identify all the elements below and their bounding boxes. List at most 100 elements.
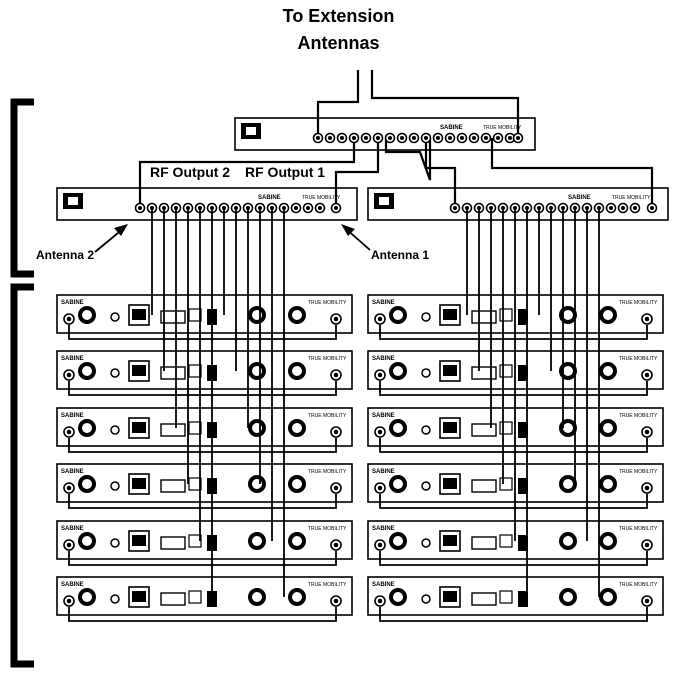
power-inlet-core [132, 478, 146, 489]
dual-jack [472, 367, 496, 379]
power-inlet-core [443, 478, 457, 489]
connector-pin [67, 486, 72, 491]
connector-pin [424, 136, 428, 140]
connector-pin [318, 206, 322, 210]
connector-pin [436, 136, 440, 140]
product-text: TRUE MOBILITY [483, 125, 522, 131]
xlr-center [393, 310, 403, 320]
knob [111, 369, 119, 377]
connector-pin [378, 430, 383, 435]
bnc-connector [458, 134, 467, 143]
dual-jack [472, 593, 496, 605]
bracket-receivers [14, 287, 34, 664]
dual-jack [472, 311, 496, 323]
rf-output-2-label: RF Output 2 [150, 164, 230, 180]
xlr-out-a-center [563, 536, 573, 546]
xlr-center [82, 366, 92, 376]
port [189, 591, 201, 603]
connector-pin [621, 206, 625, 210]
brand-text: SABINE [61, 582, 84, 588]
connector-pin [460, 136, 464, 140]
connector-pin [294, 206, 298, 210]
power-inlet-core [132, 309, 146, 320]
bnc-connector [316, 204, 325, 213]
antenna-2-label: Antenna 2 [36, 248, 94, 262]
receiver-unit: SABINETRUE MOBILITY [57, 408, 352, 452]
bnc-connector [410, 134, 419, 143]
connector-pin [334, 317, 339, 322]
connector-pin [364, 136, 368, 140]
bnc-connector [434, 134, 443, 143]
bnc-connector [331, 596, 341, 606]
connector-pin [472, 136, 476, 140]
power-inlet-core [443, 309, 457, 320]
brand-text: SABINE [372, 582, 395, 588]
bnc-connector [64, 314, 74, 324]
connector-pin [334, 206, 338, 210]
connector-pin [378, 543, 383, 548]
xlr-out-a-center [563, 479, 573, 489]
connector-pin [453, 206, 457, 210]
bnc-connector [375, 427, 385, 437]
xlr-center [393, 366, 403, 376]
xlr-out-b-center [292, 479, 302, 489]
xlr-out-a-center [563, 310, 573, 320]
brand-text: SABINE [372, 526, 395, 532]
product-text: TRUE MOBILITY [619, 300, 658, 306]
bnc-connector [375, 483, 385, 493]
power-inlet-core [443, 591, 457, 602]
brand-text: SABINE [61, 469, 84, 475]
brand-text: SABINE [372, 300, 395, 306]
connector-pin [412, 136, 416, 140]
dual-jack [161, 537, 185, 549]
brand-text: SABINE [61, 356, 84, 362]
bnc-connector [331, 427, 341, 437]
brand-text: SABINE [372, 469, 395, 475]
power-inlet-core [132, 365, 146, 376]
product-text: TRUE MOBILITY [308, 526, 347, 532]
bnc-connector [375, 540, 385, 550]
product-text: TRUE MOBILITY [308, 413, 347, 419]
bnc-connector [331, 370, 341, 380]
connector-pin [334, 599, 339, 604]
knob [422, 482, 430, 490]
connector-pin [334, 430, 339, 435]
connector-pin [376, 136, 380, 140]
connector-pin [484, 136, 488, 140]
connector-pin [67, 543, 72, 548]
bnc-connector [375, 596, 385, 606]
rf-output-1-label: RF Output 1 [245, 164, 325, 180]
knob [111, 426, 119, 434]
xlr-out-a-center [563, 592, 573, 602]
bnc-connector [642, 596, 652, 606]
bnc-connector [619, 204, 628, 213]
xlr-out-b-center [603, 592, 613, 602]
connector-pin [516, 136, 520, 140]
title-line-1: To Extension [0, 6, 677, 27]
power-inlet-core [443, 365, 457, 376]
xlr-out-a-center [563, 423, 573, 433]
port [500, 309, 512, 321]
bnc-connector [422, 134, 431, 143]
dual-jack [472, 537, 496, 549]
knob [422, 539, 430, 547]
xlr-center [393, 423, 403, 433]
bnc-connector [642, 370, 652, 380]
connector-pin [645, 543, 650, 548]
receiver-unit: SABINE TRUE MOBILITY [368, 577, 663, 621]
bnc-connector [350, 134, 359, 143]
connector-pin [334, 486, 339, 491]
xlr-out-b-center [292, 310, 302, 320]
power-inlet-core [443, 535, 457, 546]
connector-pin [378, 373, 383, 378]
brand-text: SABINE [258, 195, 281, 201]
bnc-connector [64, 370, 74, 380]
bnc-connector [494, 134, 503, 143]
product-text: TRUE MOBILITY [619, 582, 658, 588]
bnc-connector [332, 204, 341, 213]
xlr-center [393, 479, 403, 489]
connector-pin [340, 136, 344, 140]
receiver-unit: SABINETRUE MOBILITY [57, 521, 352, 565]
connector-pin [378, 486, 383, 491]
